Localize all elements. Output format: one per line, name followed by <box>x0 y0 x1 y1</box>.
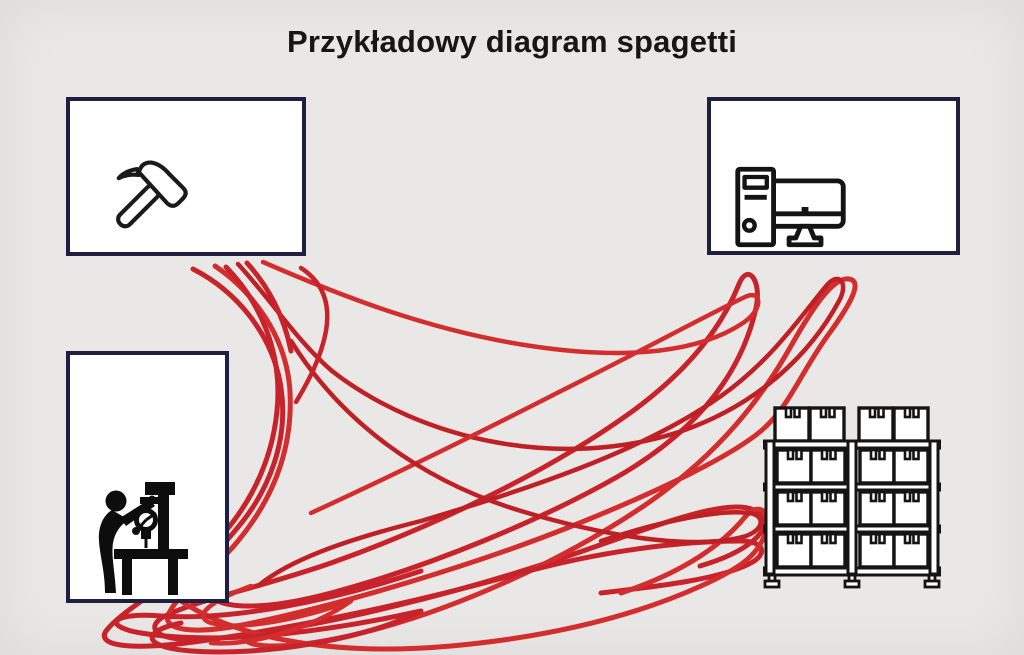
spaghetti-path <box>288 338 763 545</box>
manual-workstation-box <box>66 351 229 603</box>
spaghetti-path <box>293 265 330 405</box>
spaghetti-path <box>178 506 770 652</box>
spaghetti-path <box>235 261 846 589</box>
shelf-with-boxes-icon <box>763 406 941 589</box>
diagram-title: Przykładowy diagram spagetti <box>286 24 738 59</box>
spaghetti-path <box>152 266 767 643</box>
hammer-station-box <box>66 97 306 256</box>
desktop-computer-icon <box>735 166 846 248</box>
spaghetti-path <box>260 259 761 516</box>
computer-station-box <box>707 97 960 255</box>
worker-at-drill-press-icon <box>98 482 188 595</box>
spaghetti-path <box>244 260 294 354</box>
spaghetti-path <box>165 263 858 649</box>
hammer-icon <box>116 160 188 229</box>
